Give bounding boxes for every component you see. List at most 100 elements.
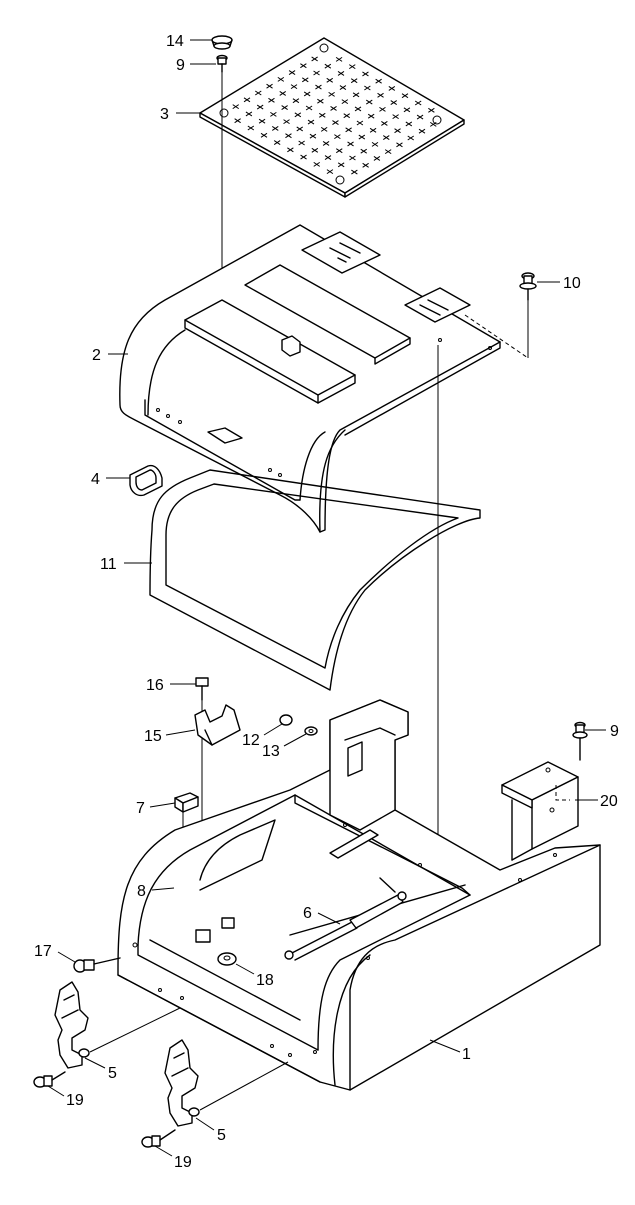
perforation-mark (347, 141, 354, 147)
leader-dashed-10 (464, 314, 529, 359)
perforation-mark (364, 85, 371, 91)
perforation-mark (273, 140, 281, 145)
perforation-mark (292, 98, 300, 104)
perforation-mark (362, 71, 369, 77)
callout-17: 17 (34, 943, 52, 960)
callout-5-left: 5 (108, 1065, 117, 1082)
perforation-mark (403, 107, 411, 113)
callout-19-right: 19 (174, 1154, 192, 1171)
perforation-mark (390, 100, 398, 105)
callout-13: 13 (262, 743, 280, 760)
bolt-top (216, 54, 228, 73)
perforation-mark (339, 85, 347, 90)
perforation-mark (234, 118, 241, 124)
perforation-mark (379, 106, 386, 112)
perforation-mark (232, 104, 240, 110)
bolt-19-right (141, 1129, 176, 1148)
perforation-mark (260, 132, 268, 138)
perforation-mark (350, 78, 358, 84)
latch-right (164, 1039, 200, 1127)
perforation-mark (243, 97, 251, 103)
bracket (501, 761, 579, 861)
callout-1: 1 (462, 1046, 471, 1063)
latch-left (54, 981, 90, 1069)
perforation-mark (358, 134, 366, 140)
perforation-mark (429, 121, 437, 127)
perforation-mark (382, 135, 390, 140)
perforation-mark (405, 121, 413, 127)
perforated-plate (199, 37, 465, 198)
perforation-mark (360, 148, 368, 154)
perforation-mark (377, 92, 384, 98)
hood-cover (119, 224, 501, 533)
bolt-bracket (572, 721, 588, 761)
callout-6: 6 (303, 905, 312, 922)
perforation-mark (384, 149, 392, 155)
perforation-mark (345, 127, 352, 133)
leader-latch-left (89, 1007, 181, 1053)
bolt-17 (73, 957, 121, 973)
perforation-mark (335, 56, 343, 62)
perforation-mark (271, 126, 279, 131)
seal-gasket (149, 469, 481, 691)
perforation-mark (285, 133, 292, 139)
perforation-mark (328, 91, 335, 97)
grommet-cap (211, 35, 233, 50)
callout-7: 7 (136, 800, 145, 817)
perforation-mark (416, 114, 424, 120)
callout-20: 20 (600, 793, 618, 810)
perforation-mark (315, 84, 322, 90)
rubber-block (174, 792, 199, 813)
perforation-mark (281, 105, 288, 110)
callout-14: 14 (166, 33, 184, 50)
perforation-mark (322, 141, 330, 146)
callout-3: 3 (160, 106, 169, 123)
perforation-mark (324, 63, 332, 69)
clip (194, 704, 241, 746)
perforation-mark (287, 147, 294, 153)
perforation-mark (283, 119, 290, 125)
perforation-mark (367, 113, 375, 119)
perforation-mark (320, 126, 328, 132)
perforation-mark (352, 92, 360, 98)
perforation-mark (394, 128, 401, 134)
leader-latch-right (199, 1061, 289, 1111)
perforation-mark (334, 134, 341, 140)
callout-19-left: 19 (66, 1092, 84, 1109)
perforation-mark (256, 104, 264, 110)
callout-10: 10 (563, 275, 581, 292)
callout-9-top: 9 (176, 57, 185, 74)
perforation-mark (307, 119, 315, 125)
perforation-mark (354, 106, 362, 112)
perforation-mark (407, 135, 415, 141)
perforation-mark (351, 169, 358, 175)
callout-11: 11 (100, 556, 117, 573)
perforation-mark (303, 91, 311, 97)
callout-2: 2 (92, 347, 101, 364)
perforation-mark (300, 63, 307, 69)
perforation-mark (294, 112, 302, 118)
perforation-mark (311, 147, 319, 153)
perforation-mark (362, 162, 369, 168)
perforation-mark (266, 83, 273, 89)
perforation-mark (290, 84, 298, 90)
perforation-mark (279, 91, 287, 96)
perforation-mark (388, 86, 396, 91)
callout-18: 18 (256, 972, 274, 989)
perforation-mark (247, 125, 255, 131)
perforation-mark (288, 70, 296, 75)
perforation-mark (356, 120, 364, 126)
callout-8: 8 (137, 883, 146, 900)
perforation-mark (332, 120, 339, 125)
callout-9-bracket: 9 (610, 723, 619, 740)
nut-18 (217, 952, 237, 966)
perforation-mark (305, 105, 313, 111)
perforation-mark (337, 162, 345, 168)
perforation-mark (301, 77, 309, 83)
perforation-mark (341, 99, 349, 105)
perforation-mark (349, 155, 356, 161)
bolt-19-left (33, 1071, 66, 1088)
perforation-mark (335, 148, 343, 154)
callout-leaders (47, 39, 606, 1157)
